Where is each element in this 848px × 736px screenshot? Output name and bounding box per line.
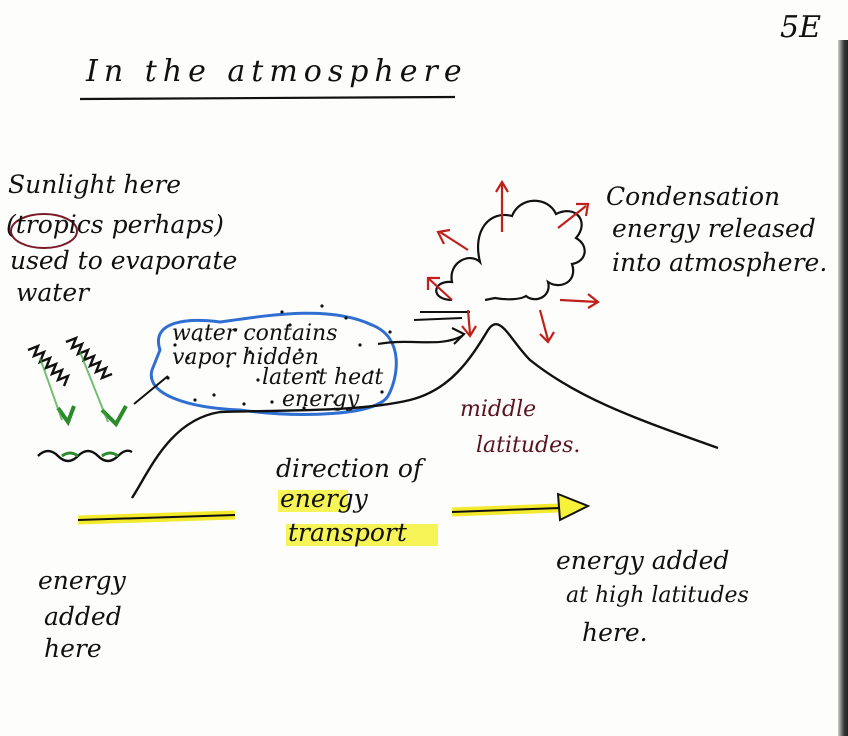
transport-arrowhead-icon: [556, 492, 591, 522]
page-edge-shadow: [838, 40, 848, 736]
cloud-outline: [435, 199, 586, 302]
page-number: 5E: [780, 10, 821, 45]
sunlight-note-line: water: [16, 278, 90, 307]
vapor-bubble-line: energy: [282, 387, 360, 412]
condensation-arrows-icon: [426, 179, 600, 344]
energy-added-right-line: here.: [582, 618, 648, 647]
energy-added-left-line: here: [44, 634, 102, 663]
vapor-bubble-line: latent heat: [262, 365, 384, 390]
ocean-squiggle: [37, 449, 133, 463]
connector-line: [133, 375, 169, 405]
energy-added-right-line: at high latitudes: [566, 583, 749, 608]
vapor-bubble-line: water contains: [172, 321, 338, 346]
tropics-circle: [10, 213, 78, 249]
title-underline: [79, 95, 456, 101]
energy-added-left-line: energy: [38, 566, 126, 595]
vapor-bubble-outline: [149, 311, 398, 416]
middle-latitudes-line: latitudes.: [476, 433, 581, 458]
condensation-note-line: energy released: [612, 214, 816, 243]
energy-added-left-line: added: [44, 602, 122, 631]
direction-line: energy: [280, 484, 368, 513]
condensation-note-line: into atmosphere.: [612, 248, 828, 277]
direction-line: direction of: [276, 454, 423, 483]
vapor-dots: [166, 304, 392, 410]
condensation-note-line: Condensation: [606, 182, 781, 211]
bubble-to-peak-arrow: [377, 335, 463, 346]
middle-latitudes-line: middle: [460, 397, 537, 422]
sunlight-arrows-icon: [27, 335, 128, 428]
page-title: In the atmosphere: [86, 54, 468, 89]
sunlight-note-line: used to evaporate: [10, 246, 238, 275]
direction-line: transport: [288, 518, 407, 547]
atmosphere-profile: [130, 323, 719, 499]
sunlight-note-line: Sunlight here: [8, 170, 182, 199]
energy-added-right-line: energy added: [556, 546, 730, 575]
energy-highlight: [278, 490, 348, 512]
transport-highlight: [286, 524, 438, 546]
vapor-bubble-line: vapor hidden: [172, 345, 319, 370]
sunlight-note-line: (tropics perhaps): [6, 210, 224, 239]
